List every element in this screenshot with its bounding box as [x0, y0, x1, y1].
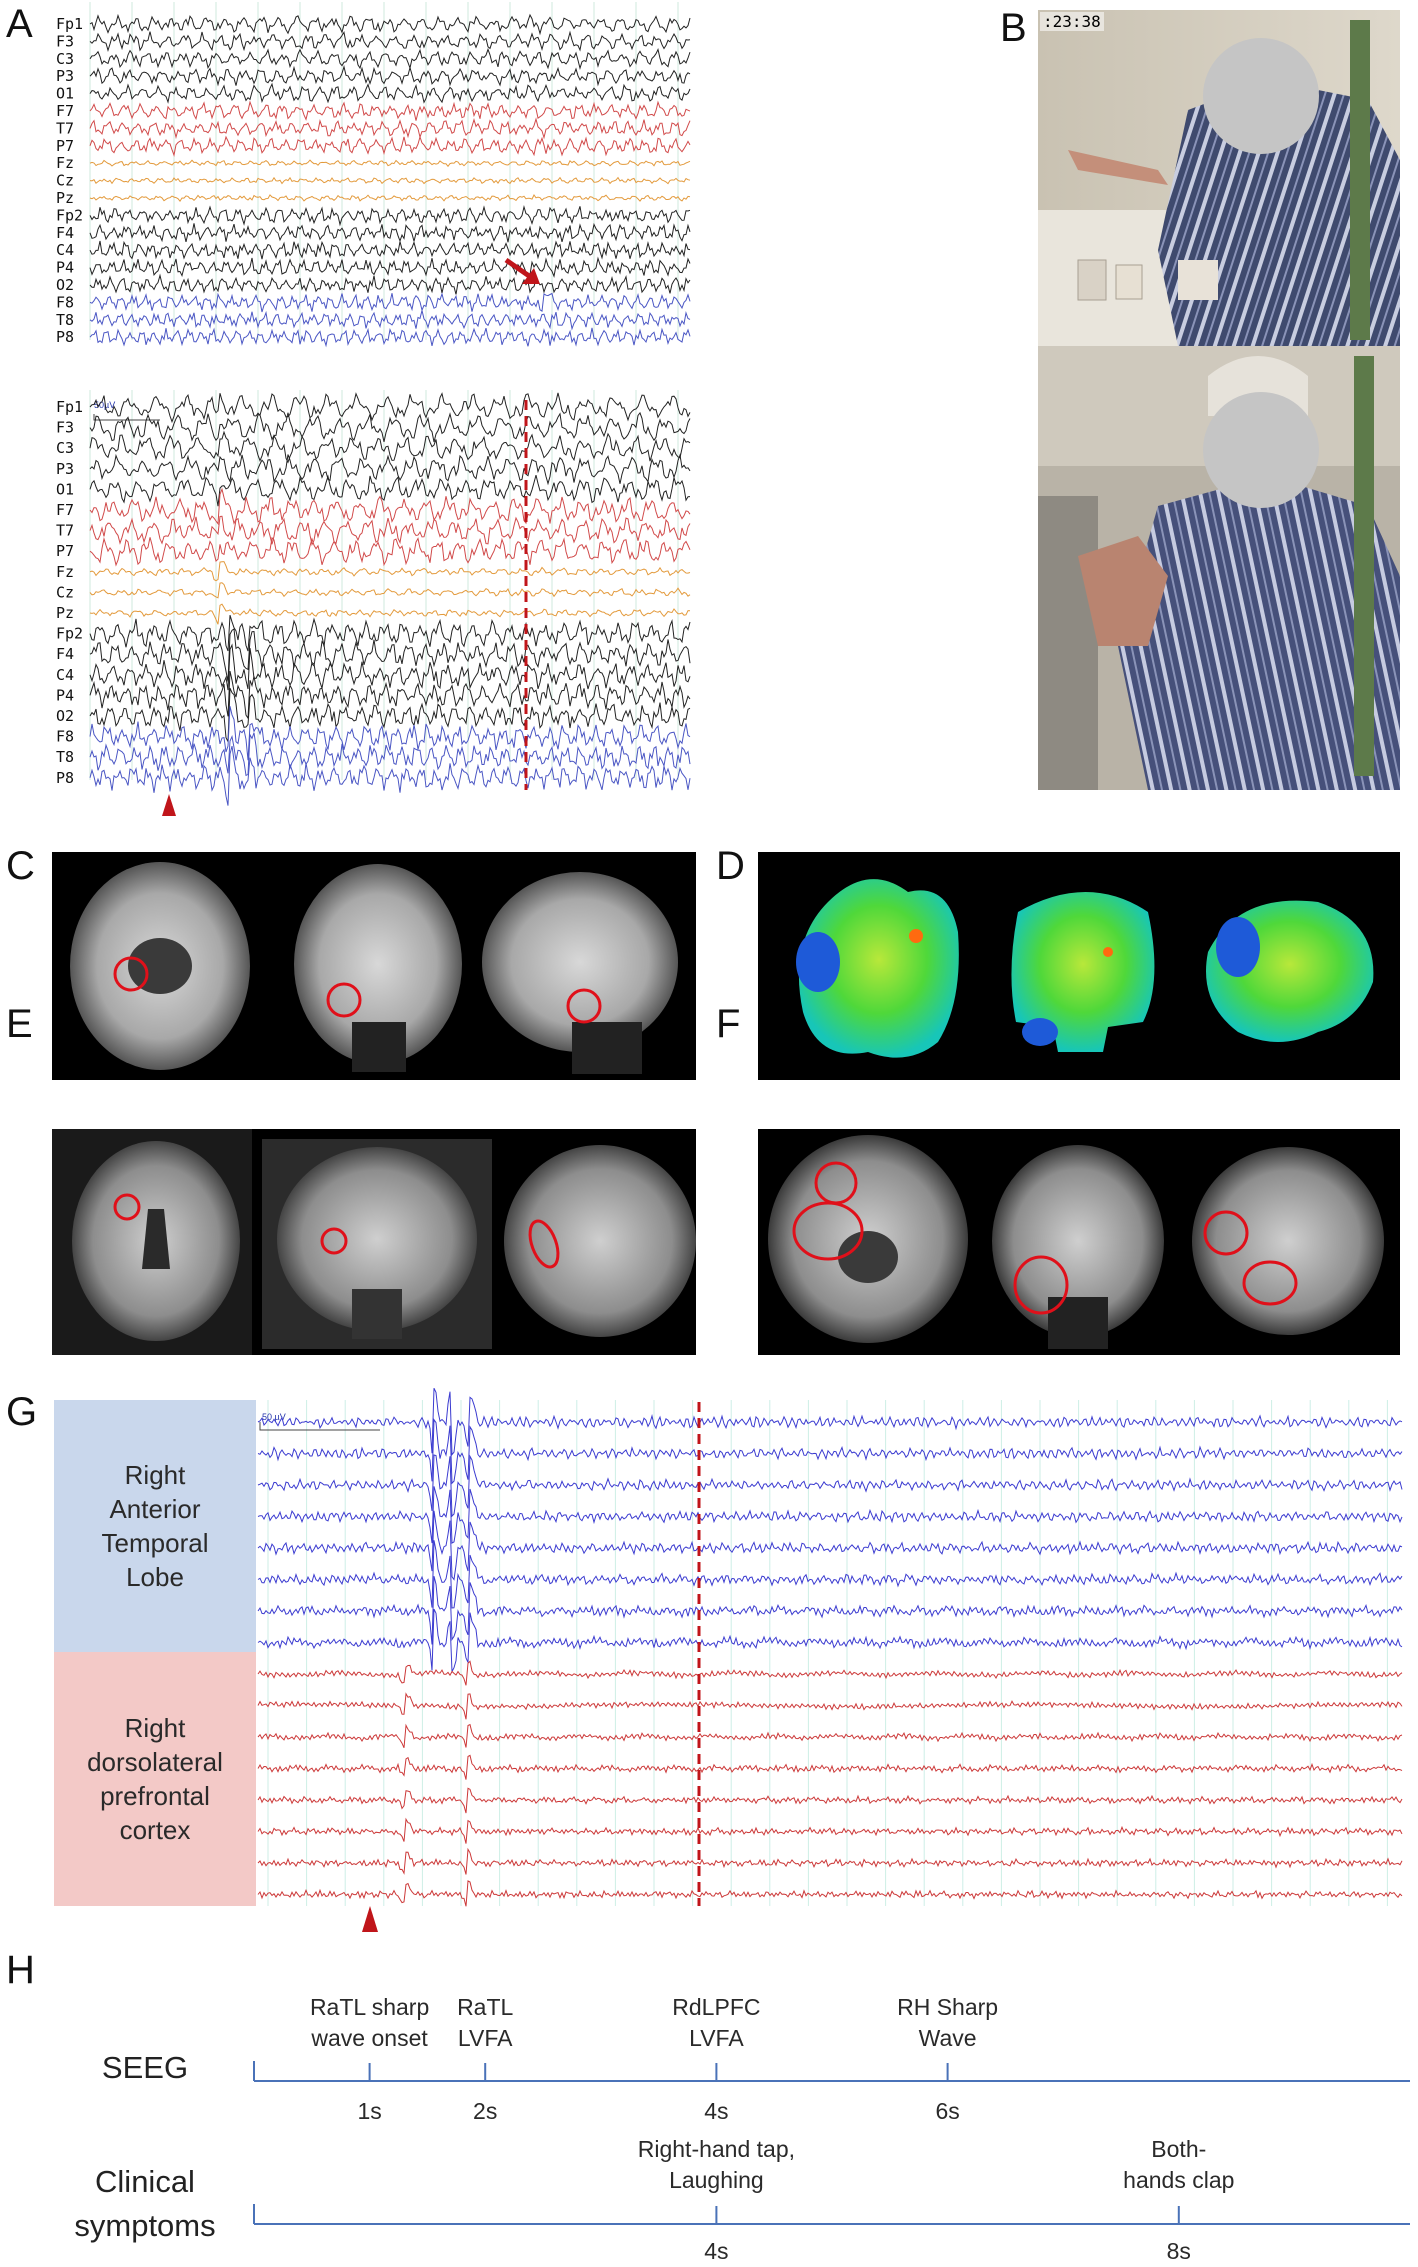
timeline-event-label: RaTL sharp wave onset — [309, 1994, 430, 2051]
panel-label-h: H — [6, 1948, 35, 1992]
timeline-event-label: RH Sharp Wave — [897, 1994, 999, 2051]
timeline-label-seeg: SEEG — [101, 2050, 189, 2085]
eeg-bottom-trace: 50µV Fp1F3C3P3O1F7T7P7FzCzPzFp2F4C4P4O2F8… — [56, 390, 691, 816]
channel-label: Cz — [56, 583, 74, 601]
channel-label: C4 — [56, 241, 74, 259]
channel-label: T8 — [56, 311, 74, 329]
channel-label: T8 — [56, 748, 74, 766]
scale-label: 50µV — [94, 400, 115, 410]
channel-label: O1 — [56, 85, 74, 103]
channel-label: O2 — [56, 707, 74, 725]
channel-label: Fz — [56, 563, 74, 581]
channel-label: P8 — [56, 328, 74, 346]
red-arrow-icon — [504, 257, 540, 284]
mri-t1-panel-f — [758, 1129, 1400, 1355]
channel-label: Fz — [56, 154, 74, 172]
timeline-event-label: Right-hand tap, Laughing — [637, 2136, 796, 2193]
mri-flair-panel — [52, 852, 696, 1080]
channel-label: C4 — [56, 666, 74, 684]
channel-label: O1 — [56, 480, 74, 498]
timeline-event-label: RaTL LVFA — [457, 1994, 514, 2051]
channel-label: F4 — [56, 224, 74, 242]
channel-label: Fp2 — [56, 625, 83, 643]
mri-t1-panel-e — [52, 1129, 696, 1355]
channel-label: F3 — [56, 419, 74, 437]
region-label-dlpfc: Right dorsolateral prefrontal cortex — [87, 1713, 223, 1845]
timeline-event-time: 2s — [473, 2098, 498, 2124]
channel-label: T7 — [56, 119, 74, 137]
scale-bar — [93, 414, 160, 421]
channel-label: F3 — [56, 32, 74, 50]
panel-label-g: G — [6, 1390, 38, 1434]
channel-label: O2 — [56, 276, 74, 294]
channel-label: P3 — [56, 460, 74, 478]
onset-triangle-icon — [362, 1906, 378, 1932]
scale-label: 50 µV — [262, 1412, 286, 1422]
video-timestamp: :23:38 — [1040, 12, 1104, 31]
channel-label: C3 — [56, 439, 74, 457]
channel-label: P4 — [56, 686, 74, 704]
region-right-anterior-temporal-lobe: Right Anterior Temporal Lobe — [54, 1400, 256, 1652]
panel-label-e: E — [6, 1002, 33, 1046]
panel-label-f: F — [716, 1002, 741, 1046]
channel-label: Pz — [56, 189, 74, 207]
timeline-event-time: 6s — [935, 2098, 960, 2124]
channel-label: P8 — [56, 769, 74, 787]
channel-label: Pz — [56, 604, 74, 622]
channel-label: F4 — [56, 645, 74, 663]
timeline-event-time: 4s — [704, 2098, 729, 2124]
channel-label: P7 — [56, 542, 74, 560]
channel-label: F7 — [56, 102, 74, 120]
scale-bar — [259, 1422, 380, 1431]
region-label-temporal: Right Anterior Temporal Lobe — [101, 1460, 209, 1592]
channel-label: T7 — [56, 522, 74, 540]
channel-label: Fp1 — [56, 398, 83, 416]
panel-label-a: A — [6, 2, 33, 46]
seeg-trace: 50 µV — [256, 1387, 1403, 1932]
channel-label: Cz — [56, 172, 74, 190]
timeline-event-label: RdLPFC LVFA — [672, 1994, 761, 2051]
video-frame-bottom — [1038, 346, 1400, 790]
channel-label: C3 — [56, 50, 74, 68]
channel-label: P3 — [56, 67, 74, 85]
channel-label: F8 — [56, 728, 74, 746]
onset-triangle-icon — [162, 794, 176, 816]
timeline-event-time: 4s — [704, 2238, 729, 2264]
channel-label: F7 — [56, 501, 74, 519]
timeline-event-label: Both- hands clap — [1123, 2136, 1235, 2193]
video-frame-top: :23:38 — [1038, 10, 1400, 346]
panel-label-d: D — [716, 844, 745, 888]
pet-panel — [758, 852, 1400, 1080]
timeline-event-time: 1s — [357, 2098, 382, 2124]
blurred-face — [1203, 38, 1319, 154]
channel-label: Fp1 — [56, 15, 83, 33]
timeline-event-time: 8s — [1166, 2238, 1191, 2264]
timeline-label-clinical: Clinical symptoms — [74, 2164, 216, 2243]
channel-label: F8 — [56, 293, 74, 311]
region-right-dlpfc: Right dorsolateral prefrontal cortex — [54, 1652, 256, 1906]
channel-label: P4 — [56, 259, 74, 277]
panel-label-c: C — [6, 844, 35, 888]
channel-label: P7 — [56, 137, 74, 155]
panel-label-b: B — [1000, 6, 1027, 50]
channel-label: Fp2 — [56, 206, 83, 224]
blurred-face — [1203, 392, 1319, 508]
